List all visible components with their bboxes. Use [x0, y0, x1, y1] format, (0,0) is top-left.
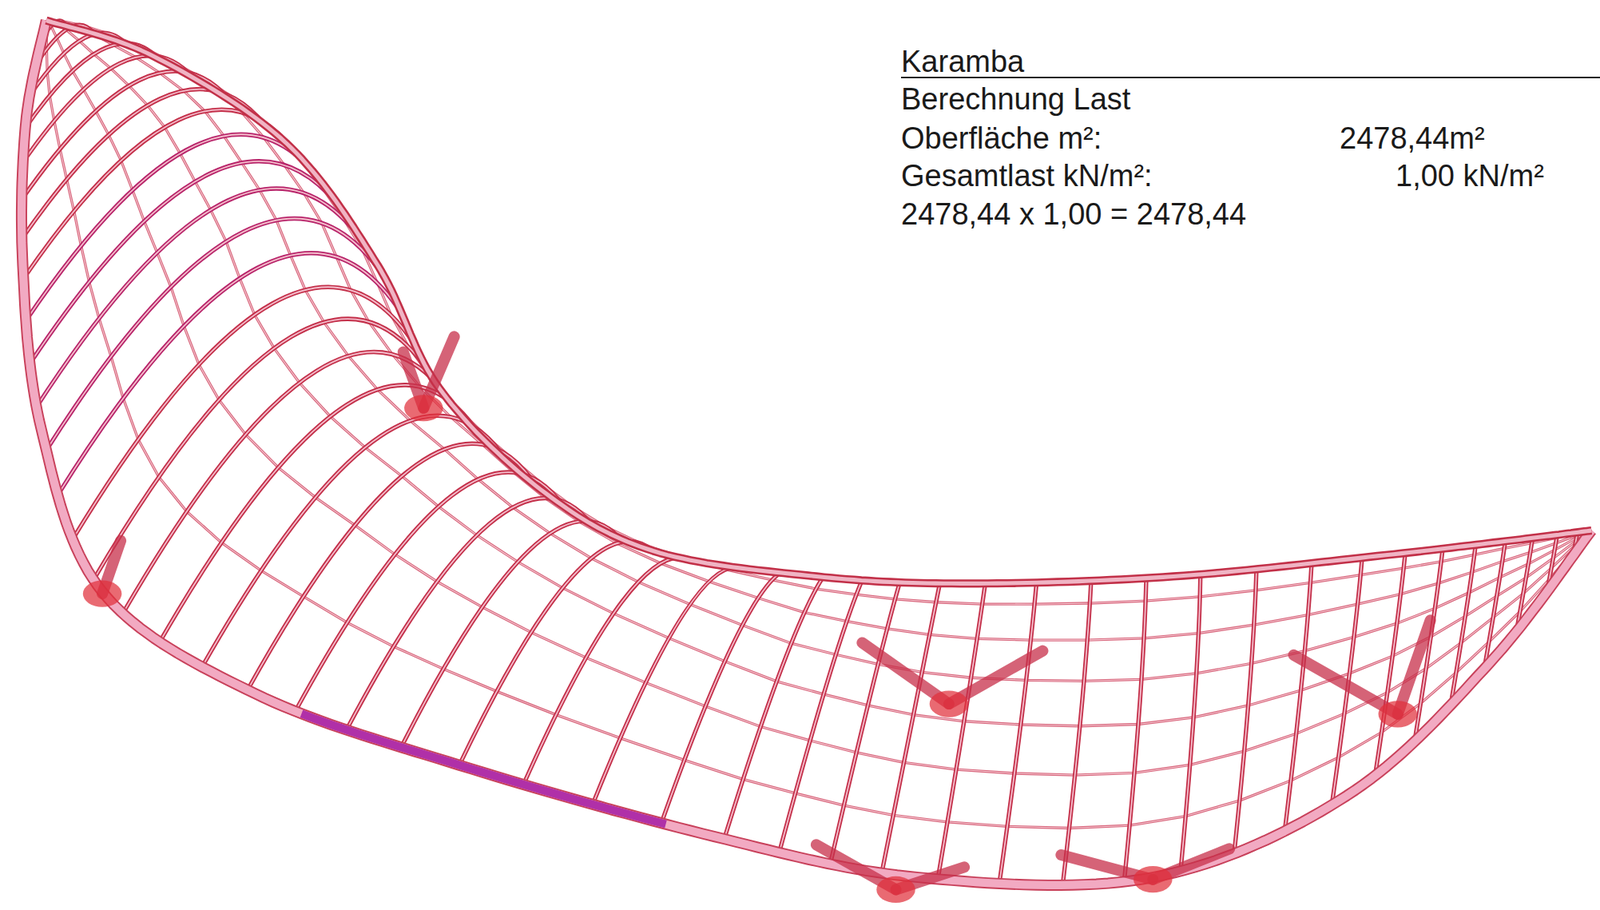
arch-rib [46, 218, 387, 450]
arch-rib [400, 520, 620, 747]
support-point [929, 690, 969, 717]
support-point [404, 394, 444, 421]
purlin-line [46, 20, 1593, 776]
support-strut [1397, 619, 1431, 714]
ridge-beam [46, 20, 1593, 584]
arch-rib [1180, 574, 1201, 871]
edge-beam-highlight [301, 713, 666, 824]
arch-rib [661, 572, 781, 823]
arch-rib [123, 352, 455, 614]
arch-rib [661, 572, 781, 823]
arch-rib [1062, 580, 1092, 886]
arch-rib [1374, 552, 1406, 776]
ridge-beam [46, 20, 1593, 584]
arch-rib [999, 582, 1037, 884]
support-strut [1294, 655, 1398, 715]
arch-rib [724, 576, 824, 839]
arch-rib [72, 286, 417, 540]
purlin-line [46, 20, 1593, 727]
arch-rib [202, 415, 509, 667]
arch-rib [400, 520, 620, 747]
arch-rib [1234, 568, 1257, 854]
row-value: 1,00 kN/m² [1395, 159, 1545, 194]
arch-rib [202, 415, 509, 667]
row-label: Oberfläche m²: [901, 122, 1102, 156]
support-point [1378, 700, 1418, 727]
arch-rib [881, 583, 941, 874]
arch-rib [523, 557, 692, 785]
arch-rib [123, 352, 455, 614]
formula-text: 2478,44 x 1,00 = 2478,44 [901, 198, 1247, 232]
edge-beam [21, 20, 1592, 886]
support-point [1133, 865, 1173, 893]
support-point [876, 876, 916, 903]
arch-rib [1234, 568, 1257, 854]
row-value: 2478,44m² [1339, 122, 1485, 156]
title-text: Karamba [901, 45, 1025, 80]
arch-rib [881, 583, 941, 874]
arch-rib [46, 218, 387, 450]
purlin-line [46, 20, 1593, 727]
arch-rib [829, 582, 900, 865]
purlin-line [46, 20, 1593, 776]
arch-rib [93, 318, 433, 580]
purlin-line [46, 20, 1593, 605]
arch-rib [72, 286, 417, 540]
arch-rib [999, 582, 1037, 884]
heading-text: Berechnung Last [901, 83, 1131, 117]
support-point [83, 580, 123, 608]
arch-rib [937, 583, 985, 879]
arch-rib [1180, 574, 1201, 871]
arch-rib [1123, 578, 1147, 882]
purlin-line [46, 20, 1593, 605]
arch-rib [778, 579, 862, 853]
arch-rib [1123, 578, 1147, 882]
row-label: Gesamtlast kN/m²: [901, 159, 1153, 194]
arch-rib [1374, 552, 1406, 776]
arch-rib [778, 579, 862, 853]
arch-rib [1284, 563, 1312, 831]
arch-rib [93, 318, 433, 580]
arch-rib [724, 576, 824, 839]
edge-beam [21, 20, 1592, 886]
arch-rib [937, 583, 985, 879]
arch-rib [1062, 580, 1092, 886]
arch-rib [1284, 563, 1312, 831]
arch-rib [829, 582, 900, 865]
arch-rib [523, 557, 692, 785]
